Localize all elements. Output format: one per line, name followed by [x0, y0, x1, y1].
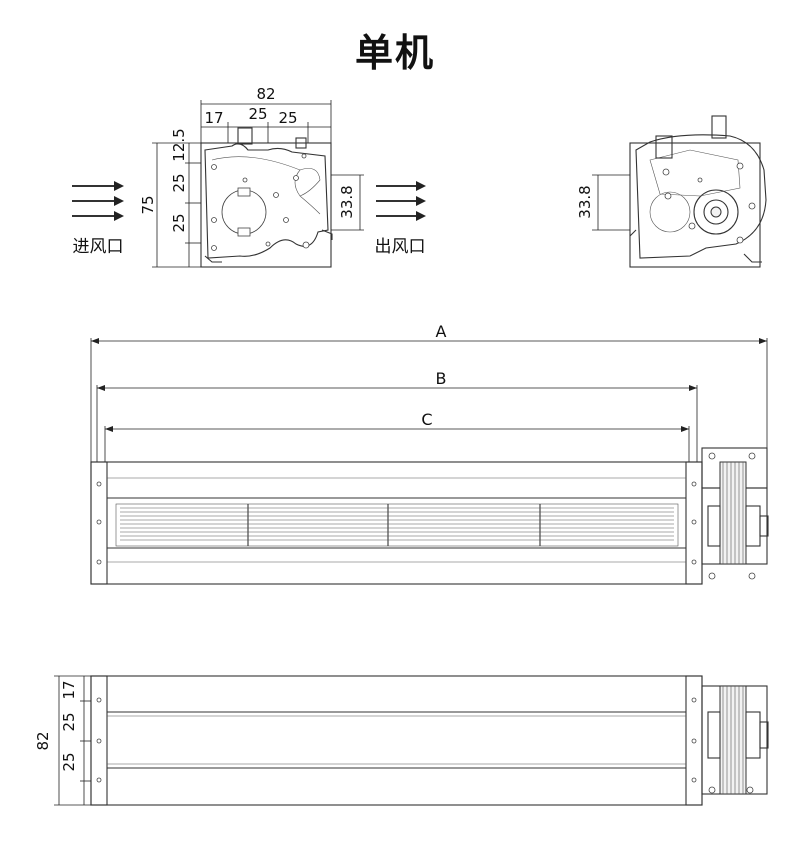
dim-82-vertical [54, 675, 91, 806]
front-view-housing [90, 461, 703, 585]
dim-label-C: C [421, 410, 432, 429]
dim-text-top-25b: 25 [60, 752, 78, 771]
dim-text-25a: 25 [248, 105, 267, 123]
end-view-right-motor [629, 115, 767, 268]
dim-text-25b: 25 [278, 109, 297, 127]
dim-C [104, 426, 690, 462]
outlet-arrows [376, 181, 426, 221]
dim-A [90, 338, 768, 462]
dim-text-82: 82 [256, 85, 275, 103]
outlet-label: 出风口 [375, 237, 426, 257]
impeller [115, 503, 679, 547]
dim-75-vertical [152, 142, 201, 268]
dim-text-33-8-right: 33.8 [576, 185, 594, 218]
dim-label-A: A [436, 322, 447, 341]
page-title: 单机 [354, 31, 435, 75]
dim-82-horizontal [200, 100, 332, 143]
inlet-arrows [72, 181, 124, 221]
dim-text-v25a: 25 [170, 173, 188, 192]
dim-text-17: 17 [204, 109, 223, 127]
motor-front [701, 447, 769, 580]
end-view-left [200, 127, 333, 268]
dim-label-B: B [436, 369, 447, 388]
dim-text-top-82: 82 [34, 731, 52, 750]
dim-text-top-17: 17 [60, 680, 78, 699]
dim-text-12-5: 12.5 [170, 128, 188, 161]
dim-33-8-outlet [331, 174, 364, 231]
inlet-label: 进风口 [73, 237, 124, 257]
dim-text-top-25a: 25 [60, 712, 78, 731]
motor-top [701, 685, 769, 795]
top-view-housing [90, 675, 703, 806]
dim-33-8-right [592, 174, 630, 231]
dim-text-75: 75 [139, 195, 157, 214]
dim-B [96, 385, 698, 462]
dim-text-33-8-left: 33.8 [338, 185, 356, 218]
dim-text-v25b: 25 [170, 213, 188, 232]
